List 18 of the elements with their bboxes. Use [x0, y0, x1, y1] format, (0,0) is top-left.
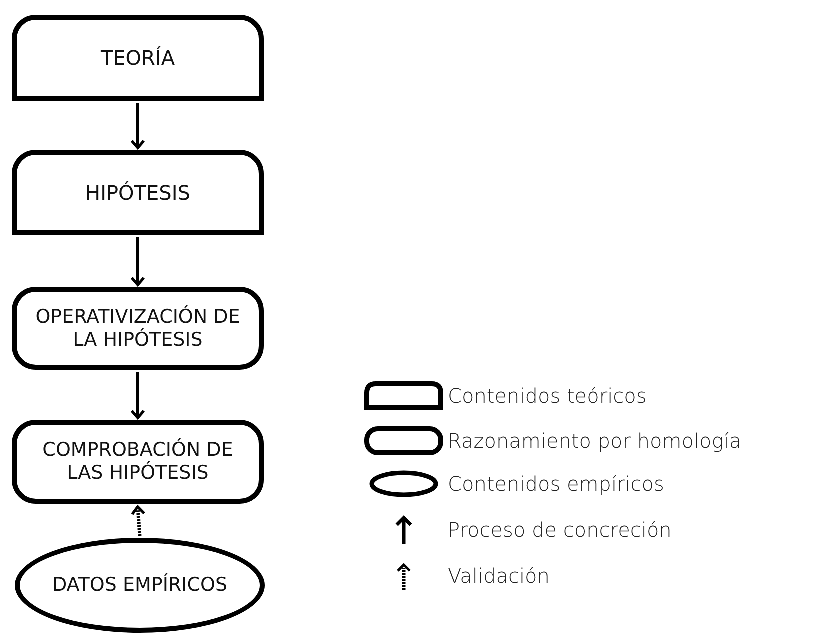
- process-box: [12, 15, 264, 101]
- arrow: [130, 103, 146, 150]
- rounded-box: [12, 420, 264, 504]
- arrow: [130, 237, 146, 286]
- node-label: HIPÓTESIS: [84, 180, 192, 204]
- node-label: TEORÍA: [100, 46, 176, 70]
- dotted-arrow: [131, 506, 146, 536]
- node-label: OPERATIVIZACIÓN DE LA HIPÓTESIS: [34, 306, 242, 352]
- legend-label: Contenidos empíricos: [448, 472, 664, 496]
- node-label: COMPROBACIÓN DE LAS HIPÓTESIS: [42, 439, 234, 485]
- legend-label: Proceso de concreción: [448, 518, 672, 542]
- legend-label: Contenidos teóricos: [448, 384, 647, 408]
- process-box: [12, 150, 264, 235]
- node-label: DATOS EMPÍRICOS: [51, 574, 229, 597]
- rounded-box: [12, 287, 264, 370]
- arrow: [130, 372, 146, 420]
- legend-label: Validación: [448, 564, 550, 588]
- legend-label: Razonamiento por homología: [448, 429, 742, 453]
